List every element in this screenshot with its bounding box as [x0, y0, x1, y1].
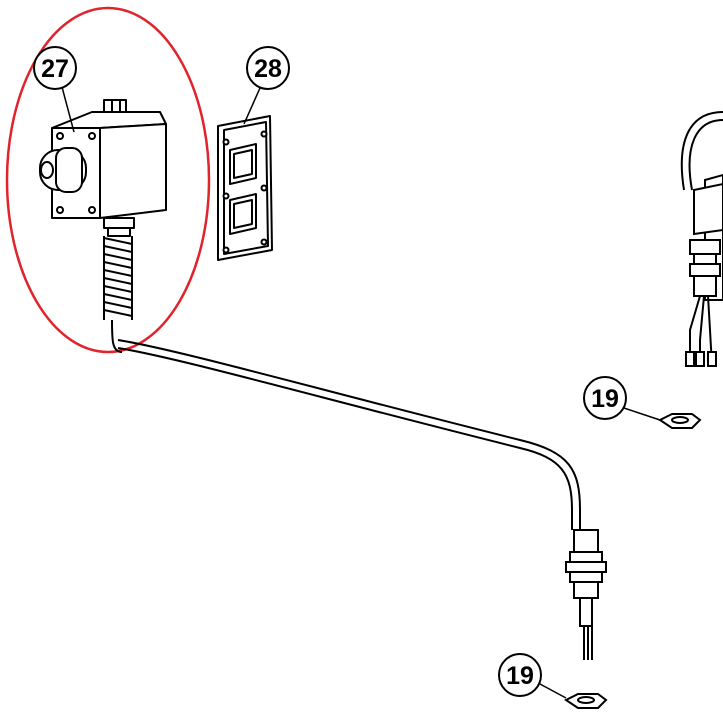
callout-19-lower-label: 19 — [506, 662, 534, 690]
callout-27: 27 — [33, 46, 77, 90]
callout-28: 28 — [246, 46, 290, 90]
callout-19-lower: 19 — [498, 653, 542, 697]
highlight-ellipse — [5, 6, 211, 354]
nut-part-19-upper — [658, 413, 702, 429]
cable-assembly-partial — [680, 111, 723, 367]
switch-box-part-27 — [39, 99, 167, 353]
cable-connector — [565, 529, 607, 660]
callout-27-label: 27 — [41, 55, 69, 83]
callout-19-upper: 19 — [583, 376, 627, 420]
leader-lines — [61, 86, 661, 699]
callout-19-upper-label: 19 — [591, 385, 619, 413]
nut-part-19-lower — [564, 693, 608, 709]
callout-28-label: 28 — [254, 55, 282, 83]
mounting-plate-part-28 — [217, 115, 273, 261]
cable — [117, 339, 581, 530]
